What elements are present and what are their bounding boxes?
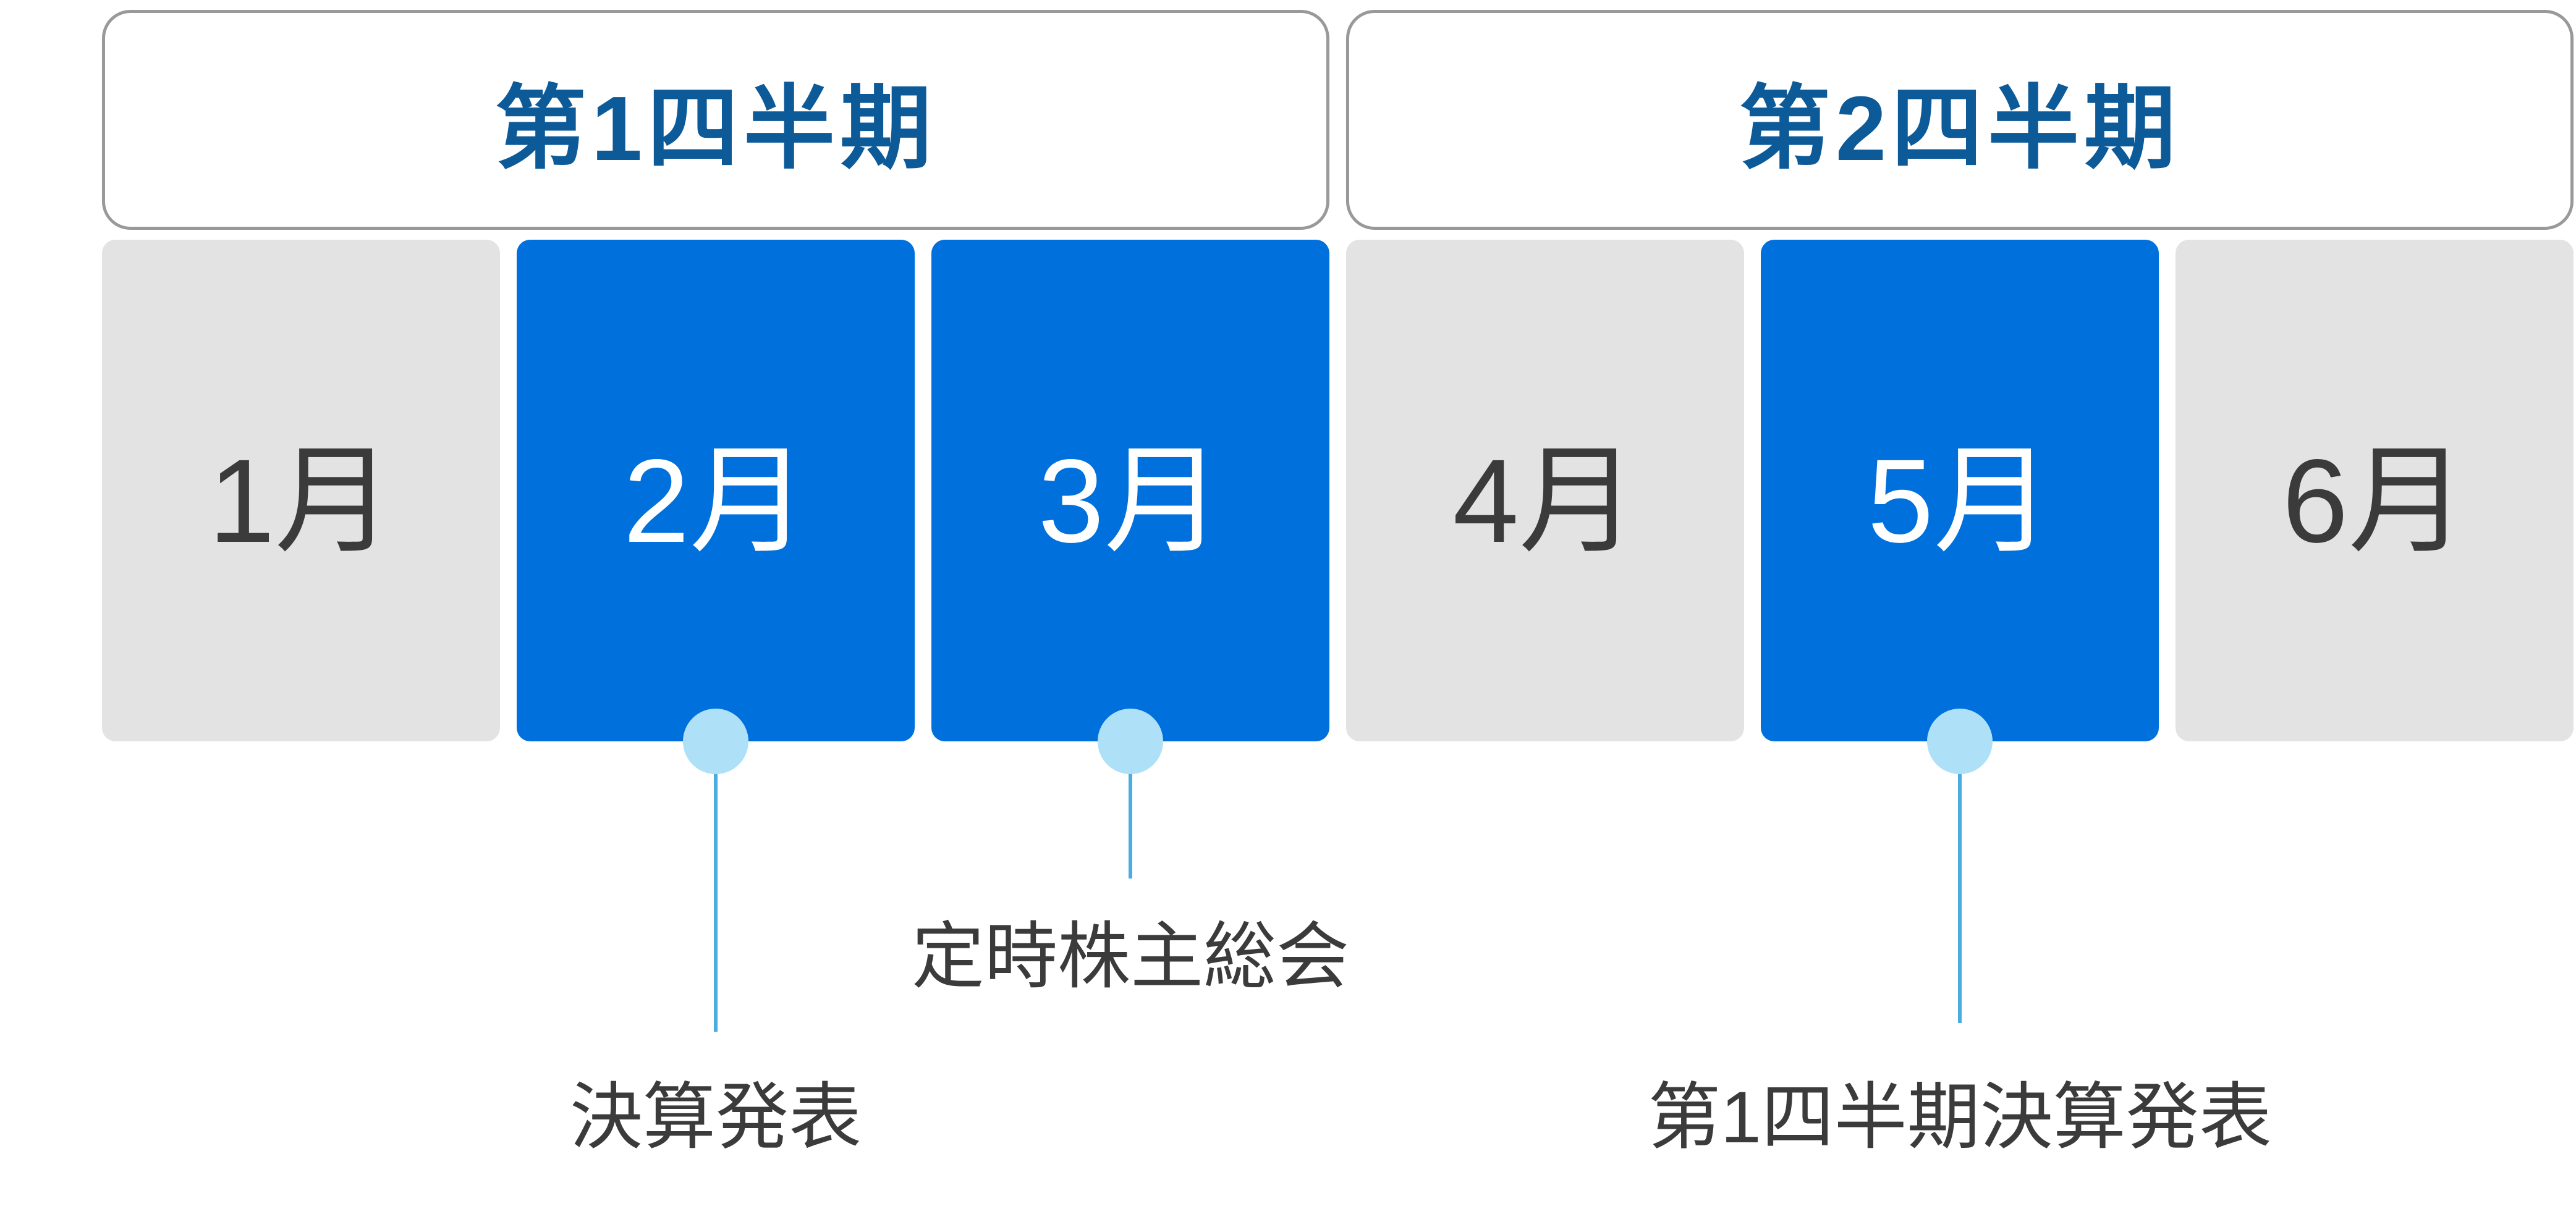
month-tile-january: 1月 <box>102 240 500 741</box>
quarter-2-header: 第2四半期 <box>1346 10 2574 230</box>
month-label-march: 3月 <box>1038 434 1223 567</box>
leader-line-february <box>714 772 718 1032</box>
leader-line-may <box>1958 772 1962 1023</box>
event-marker-circle-may <box>1927 709 1993 774</box>
month-tile-february: 2月 <box>517 240 915 741</box>
quarter-1-label: 第1四半期 <box>494 77 937 180</box>
event-marker-circle-february <box>683 709 748 774</box>
month-tile-june: 6月 <box>2176 240 2574 741</box>
month-tile-may: 5月 <box>1761 240 2159 741</box>
month-label-june: 6月 <box>2282 434 2467 567</box>
month-label-may: 5月 <box>1867 434 2053 567</box>
event-marker-circle-march <box>1098 709 1163 774</box>
month-tile-march: 3月 <box>931 240 1329 741</box>
event-label-annual-shareholders-meeting: 定時株主総会 <box>911 916 1350 998</box>
month-tile-april: 4月 <box>1346 240 1744 741</box>
month-label-april: 4月 <box>1452 434 1638 567</box>
event-label-q1-earnings-announcement: 第1四半期決算発表 <box>1648 1077 2272 1158</box>
event-label-earnings-announcement: 決算発表 <box>569 1077 862 1158</box>
leader-line-march <box>1129 772 1132 879</box>
quarter-2-label: 第2四半期 <box>1739 77 2181 180</box>
month-label-january: 1月 <box>208 434 394 567</box>
month-label-february: 2月 <box>623 434 808 567</box>
quarter-1-header: 第1四半期 <box>102 10 1329 230</box>
